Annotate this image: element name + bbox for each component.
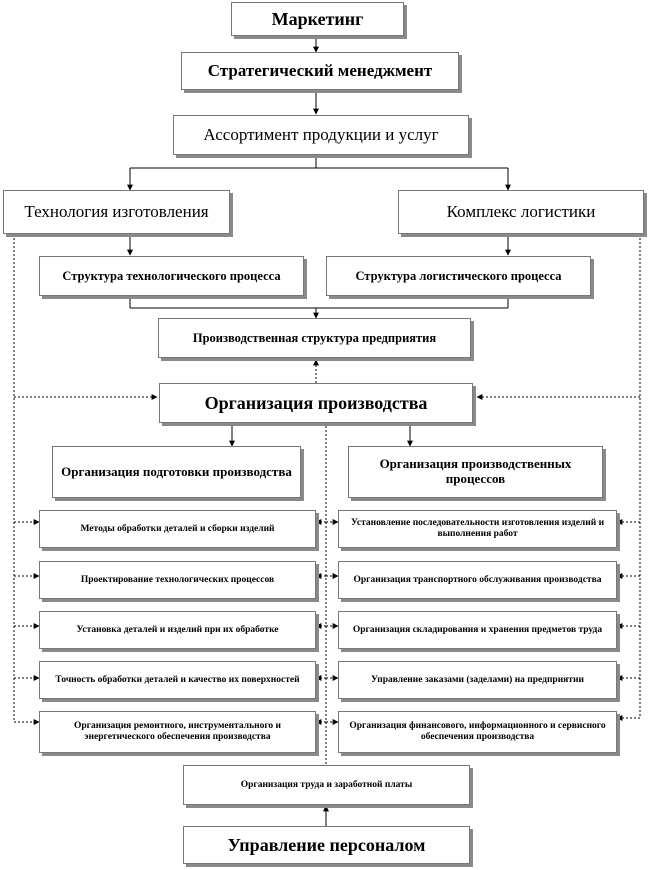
box-tech-process-structure: Структура технологического процесса	[39, 256, 304, 296]
box-production-organization: Организация производства	[159, 383, 473, 423]
box-right-transport: Организация транспортного обслуживания п…	[338, 561, 617, 599]
box-left-maintenance: Организация ремонтного, инструментальног…	[39, 711, 316, 753]
box-right-orders: Управление заказами (заделами) на предпр…	[338, 661, 617, 699]
box-right-sequence: Установление последовательности изготовл…	[338, 510, 617, 548]
box-left-installation: Установка деталей и изделий при их обраб…	[39, 611, 316, 649]
box-assortment: Ассортимент продукции и услуг	[173, 115, 469, 155]
box-production-structure: Производственная структура предприятия	[158, 318, 471, 358]
box-process-organization: Организация производственных процессов	[348, 446, 603, 498]
box-personnel-management: Управление персоналом	[183, 826, 470, 864]
box-technology: Технология изготовления	[3, 190, 230, 234]
box-labor-organization: Организация труда и заработной платы	[183, 765, 470, 805]
box-left-design: Проектирование технологических процессов	[39, 561, 316, 599]
box-left-precision: Точность обработки деталей и качество их…	[39, 661, 316, 699]
box-preparation-organization: Организация подготовки производства	[52, 446, 301, 498]
box-right-finance: Организация финансового, информационного…	[338, 711, 617, 753]
box-marketing: Маркетинг	[231, 2, 404, 36]
box-right-storage: Организация складирования и хранения пре…	[338, 611, 617, 649]
box-logistics: Комплекс логистики	[398, 190, 644, 234]
box-logistics-process-structure: Структура логистического процесса	[326, 256, 591, 296]
box-left-methods: Методы обработки деталей и сборки издели…	[39, 510, 316, 548]
box-strategic-management: Стратегический менеджмент	[181, 52, 459, 90]
